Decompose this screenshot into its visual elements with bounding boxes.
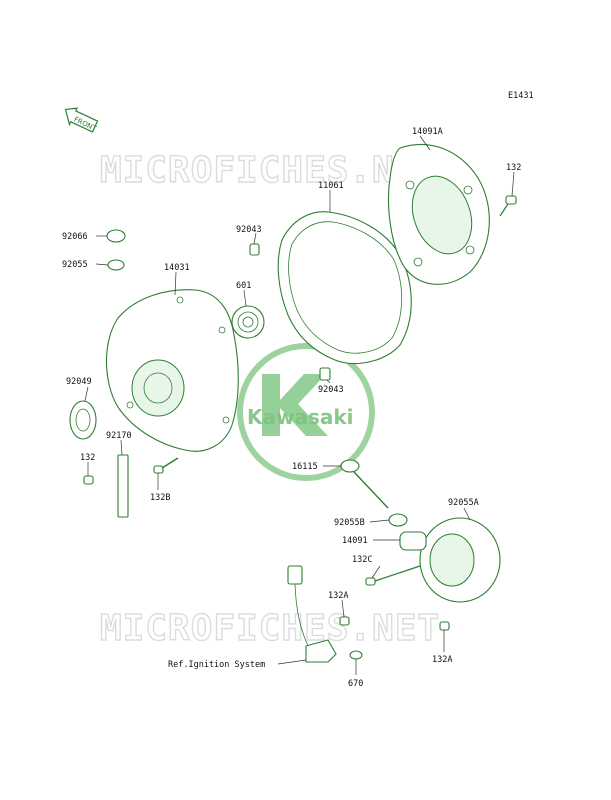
front-arrow-icon: FRONT [64,107,99,133]
bolt-132-left [83,475,94,485]
label-14091A: 14091A [412,127,443,137]
leader-lines [84,135,515,675]
label-16115: 16115 [292,462,318,472]
label-11061: 11061 [318,181,344,191]
bolt-132A-right [439,621,450,631]
bolt-132-top [499,195,517,217]
housing-14091 [399,517,501,603]
dipstick-16115 [340,459,389,509]
watermark-bottom: MICROFICHES.NET [100,608,440,649]
dowel-92043-mid [319,367,331,381]
logo-text: Kawasaki [247,405,354,429]
label-92043-top: 92043 [236,225,262,235]
seal-92049 [69,400,97,440]
oring-92055B [388,513,408,527]
label-132C: 132C [352,555,372,565]
bolt-132C [365,565,421,586]
cap-92066 [106,229,126,243]
label-92055: 92055 [62,260,88,270]
label-14091: 14091 [342,536,368,546]
label-132A-left: 132A [328,591,348,601]
watermark-top: MICROFICHES.NET [100,150,440,191]
oring-92055 [107,259,125,271]
label-92066: 92066 [62,232,88,242]
label-92043-mid: 92043 [318,385,344,395]
kawasaki-logo: Kawasaki [237,343,375,481]
label-14031: 14031 [164,263,190,273]
bearing-601 [231,305,265,339]
oring-670 [349,650,363,660]
label-92055A: 92055A [448,498,479,508]
label-92170: 92170 [106,431,132,441]
bolt-132B [153,457,179,474]
gasket-11061 [277,211,412,364]
dowel-92043-top [249,243,260,256]
cover-14031 [105,289,239,452]
label-92055B: 92055B [334,518,365,528]
diagram-code: E1431 [508,91,534,101]
label-132-top: 132 [506,163,521,173]
ignition-sensor [287,565,337,663]
label-132B: 132B [150,493,170,503]
label-132A-right: 132A [432,655,452,665]
tie-92170 [117,454,129,518]
label-ref-ignition: Ref.Ignition System [168,660,265,670]
label-92049: 92049 [66,377,92,387]
plate-14091A [388,144,490,285]
label-601: 601 [236,281,251,291]
bolt-132A-left [339,616,350,626]
label-670: 670 [348,679,363,689]
label-132-left: 132 [80,453,95,463]
